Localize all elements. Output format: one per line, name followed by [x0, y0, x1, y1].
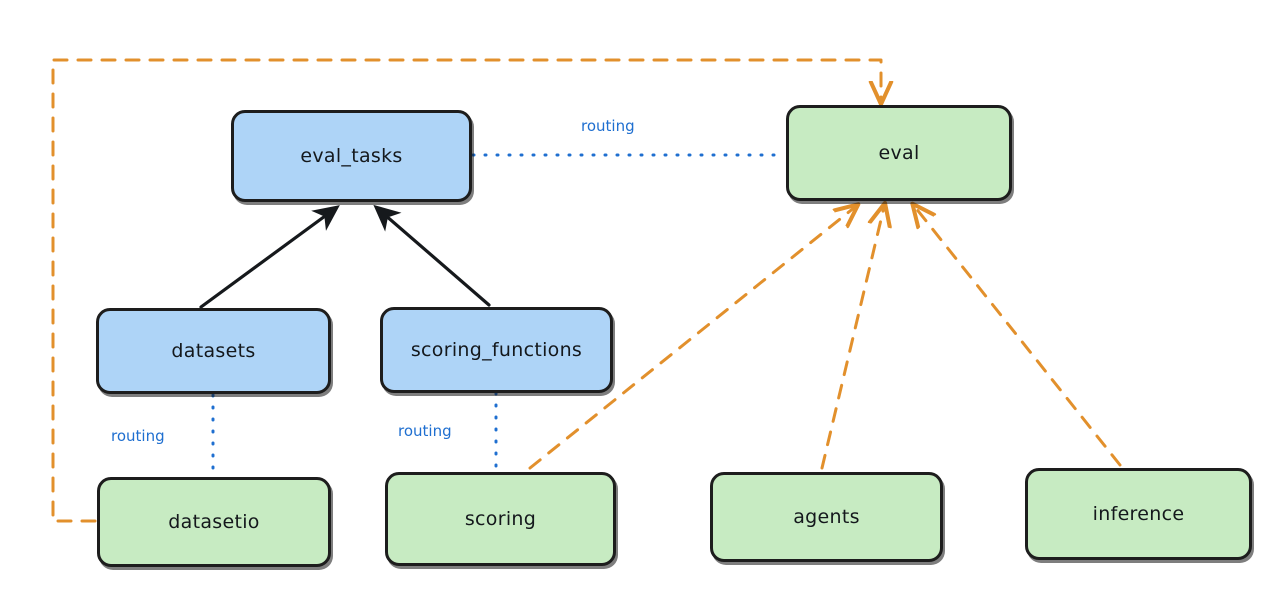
node-datasetio[interactable]: datasetio — [97, 477, 331, 567]
node-label-eval-tasks: eval_tasks — [300, 145, 403, 167]
node-label-eval: eval — [878, 142, 920, 164]
node-eval-tasks[interactable]: eval_tasks — [231, 110, 472, 202]
edge-scoring-to-eval — [528, 207, 855, 470]
node-label-scoring: scoring — [464, 508, 537, 530]
edge-label-routing-datasets: routing — [111, 427, 165, 445]
edge-scoring-functions-to-eval-tasks — [373, 204, 491, 307]
node-scoring-functions[interactable]: scoring_functions — [380, 307, 613, 393]
node-label-scoring-functions: scoring_functions — [410, 339, 583, 361]
edge-agents-to-eval — [820, 207, 884, 470]
node-label-inference: inference — [1092, 503, 1185, 525]
edge-label-routing-eval-tasks: routing — [581, 117, 635, 135]
node-inference[interactable]: inference — [1025, 468, 1252, 560]
node-scoring[interactable]: scoring — [385, 472, 616, 566]
node-label-agents: agents — [793, 506, 860, 528]
edge-datasetio-to-eval — [51, 58, 881, 523]
node-datasets[interactable]: datasets — [96, 308, 331, 394]
node-agents[interactable]: agents — [710, 472, 943, 562]
node-label-datasetio: datasetio — [168, 511, 260, 533]
node-eval[interactable]: eval — [786, 105, 1012, 201]
edge-inference-to-eval — [915, 207, 1122, 467]
edge-datasets-to-eval-tasks — [199, 205, 340, 309]
node-label-datasets: datasets — [171, 340, 256, 362]
edge-label-routing-scoring-functions: routing — [398, 422, 452, 440]
